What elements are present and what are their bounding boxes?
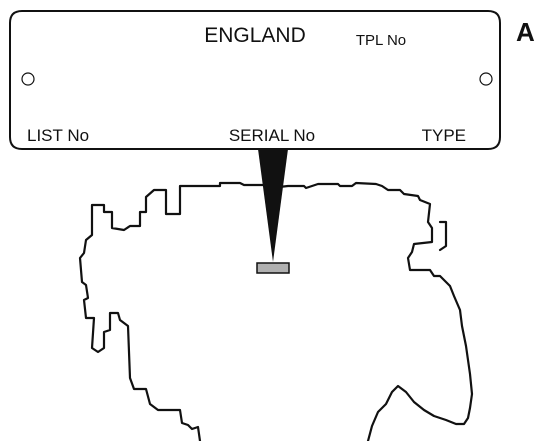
plate-country-label: ENGLAND xyxy=(204,24,306,47)
engine-outline-main xyxy=(78,181,474,441)
serial-pointer-arrow xyxy=(258,149,288,262)
plate-outline xyxy=(9,10,501,150)
engine-outline-inner-line xyxy=(438,220,448,252)
plate-type-label: TYPE xyxy=(422,126,466,145)
plate-tpl-label: TPL No xyxy=(356,32,406,49)
serial-number-tag xyxy=(256,262,290,274)
plate-list-label: LIST No xyxy=(27,126,89,145)
plate-serial-label: SERIAL No xyxy=(229,126,315,145)
engine-outline xyxy=(78,181,474,441)
plate-rivet-left xyxy=(21,72,35,86)
plate-rivet-right xyxy=(479,72,493,86)
identification-plate: ENGLAND TPL No LIST No SERIAL No TYPE xyxy=(9,10,501,150)
callout-letter: A xyxy=(516,17,535,47)
